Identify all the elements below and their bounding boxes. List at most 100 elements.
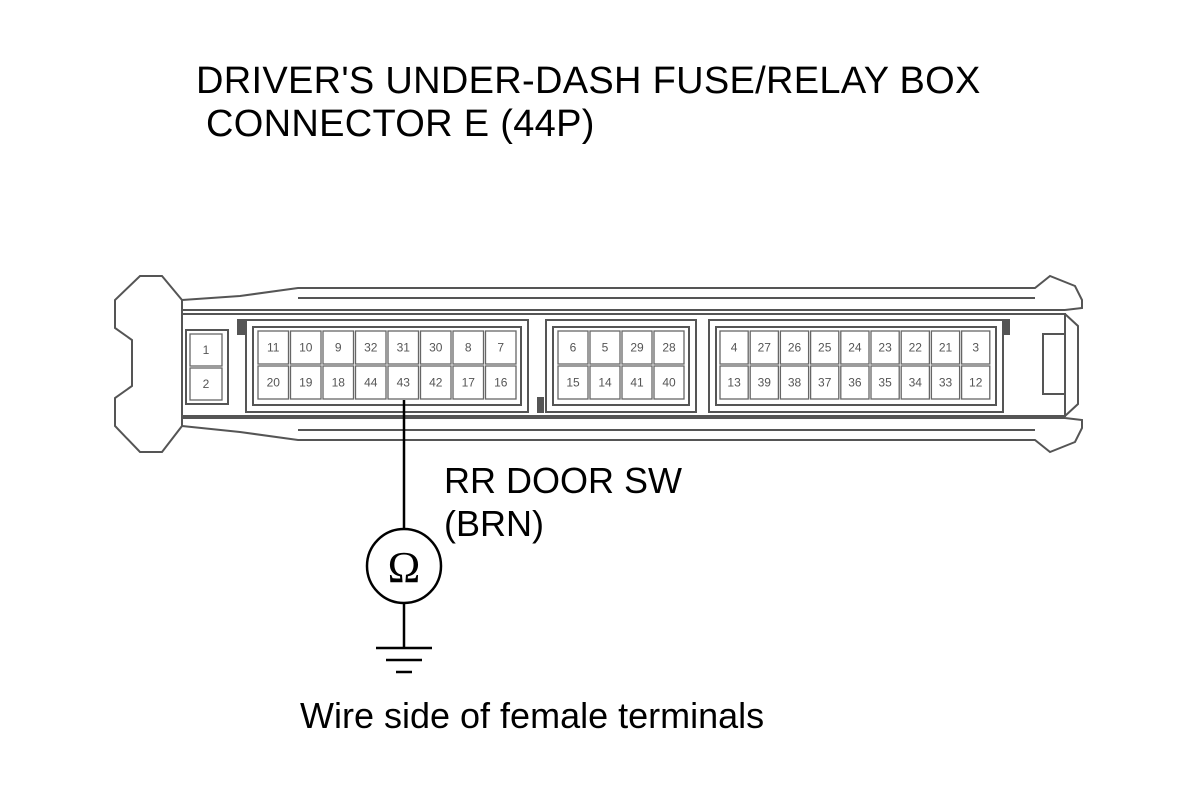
terminal-35: 35 bbox=[870, 365, 900, 400]
svg-text:6: 6 bbox=[570, 341, 577, 355]
terminal-29: 29 bbox=[621, 330, 653, 365]
svg-text:13: 13 bbox=[727, 376, 741, 390]
diagram-caption: Wire side of female terminals bbox=[300, 695, 765, 736]
svg-text:31: 31 bbox=[397, 341, 411, 355]
top-rail bbox=[181, 274, 1083, 311]
svg-text:12: 12 bbox=[969, 376, 983, 390]
svg-text:8: 8 bbox=[465, 341, 472, 355]
svg-text:27: 27 bbox=[758, 341, 772, 355]
svg-text:11: 11 bbox=[267, 341, 280, 355]
svg-text:5: 5 bbox=[602, 341, 609, 355]
svg-text:21: 21 bbox=[939, 341, 953, 355]
terminal-15: 15 bbox=[557, 365, 589, 400]
terminal-39: 39 bbox=[749, 365, 780, 400]
terminal-42: 42 bbox=[419, 365, 452, 400]
terminal-18: 18 bbox=[322, 365, 355, 400]
svg-text:30: 30 bbox=[429, 341, 443, 355]
svg-text:9: 9 bbox=[335, 341, 342, 355]
svg-text:36: 36 bbox=[848, 376, 862, 390]
svg-text:37: 37 bbox=[818, 376, 832, 390]
diagram-title-line1: DRIVER'S UNDER-DASH FUSE/RELAY BOX bbox=[196, 60, 981, 102]
svg-text:10: 10 bbox=[299, 341, 313, 355]
bottom-rail bbox=[181, 417, 1083, 454]
terminal-5: 5 bbox=[589, 330, 621, 365]
svg-text:29: 29 bbox=[630, 341, 644, 355]
svg-text:28: 28 bbox=[662, 341, 676, 355]
svg-text:23: 23 bbox=[878, 341, 892, 355]
svg-text:32: 32 bbox=[364, 341, 378, 355]
svg-text:26: 26 bbox=[788, 341, 802, 355]
svg-text:4: 4 bbox=[731, 341, 738, 355]
svg-text:44: 44 bbox=[364, 376, 378, 390]
terminal-40: 40 bbox=[653, 365, 685, 400]
terminal-32: 32 bbox=[354, 330, 387, 365]
probe-label-line2: (BRN) bbox=[444, 503, 544, 544]
terminal-36: 36 bbox=[840, 365, 870, 400]
terminal-30: 30 bbox=[419, 330, 452, 365]
terminal-22: 22 bbox=[900, 330, 931, 365]
terminal-11: 11 bbox=[257, 330, 290, 365]
svg-text:17: 17 bbox=[462, 376, 476, 390]
left-latch bbox=[114, 275, 183, 453]
terminal-43: 43 bbox=[387, 365, 420, 400]
terminal-8: 8 bbox=[452, 330, 485, 365]
svg-text:40: 40 bbox=[662, 376, 676, 390]
terminal-10: 10 bbox=[289, 330, 322, 365]
svg-text:22: 22 bbox=[909, 341, 923, 355]
probe-label-line1: RR DOOR SW bbox=[444, 460, 682, 501]
svg-text:1: 1 bbox=[203, 343, 210, 357]
block-b-frame bbox=[245, 319, 529, 413]
svg-text:25: 25 bbox=[818, 341, 832, 355]
svg-text:34: 34 bbox=[909, 376, 923, 390]
terminal-4: 4 bbox=[719, 330, 749, 365]
terminal-7: 7 bbox=[484, 330, 517, 365]
svg-text:42: 42 bbox=[429, 376, 443, 390]
connector-housing bbox=[181, 313, 1066, 417]
svg-text:16: 16 bbox=[494, 376, 508, 390]
svg-text:14: 14 bbox=[598, 376, 612, 390]
terminal-33: 33 bbox=[930, 365, 961, 400]
terminal-19: 19 bbox=[289, 365, 322, 400]
ohm-icon: Ω bbox=[388, 543, 421, 592]
terminal-34: 34 bbox=[900, 365, 931, 400]
terminal-44: 44 bbox=[354, 365, 387, 400]
terminal-12: 12 bbox=[960, 365, 991, 400]
terminal-16: 16 bbox=[484, 365, 517, 400]
svg-text:2: 2 bbox=[203, 377, 210, 391]
terminal-17: 17 bbox=[452, 365, 485, 400]
terminal-24: 24 bbox=[840, 330, 870, 365]
svg-text:33: 33 bbox=[939, 376, 953, 390]
svg-text:18: 18 bbox=[332, 376, 346, 390]
terminal-28: 28 bbox=[653, 330, 685, 365]
terminal-37: 37 bbox=[809, 365, 840, 400]
svg-text:19: 19 bbox=[299, 376, 313, 390]
svg-text:43: 43 bbox=[397, 376, 411, 390]
terminal-38: 38 bbox=[779, 365, 810, 400]
terminal-27: 27 bbox=[749, 330, 780, 365]
svg-text:7: 7 bbox=[497, 341, 504, 355]
terminal-20: 20 bbox=[257, 365, 290, 400]
svg-text:20: 20 bbox=[267, 376, 281, 390]
block-c-frame bbox=[545, 319, 697, 413]
terminal-9: 9 bbox=[322, 330, 355, 365]
diagram-title-line2: CONNECTOR E (44P) bbox=[206, 103, 595, 145]
svg-text:3: 3 bbox=[972, 341, 979, 355]
svg-text:15: 15 bbox=[566, 376, 580, 390]
terminal-1: 1 bbox=[189, 333, 223, 367]
svg-text:24: 24 bbox=[848, 341, 862, 355]
terminal-31: 31 bbox=[387, 330, 420, 365]
svg-text:41: 41 bbox=[630, 376, 644, 390]
svg-text:35: 35 bbox=[878, 376, 892, 390]
terminal-26: 26 bbox=[779, 330, 810, 365]
terminal-2: 2 bbox=[189, 367, 223, 401]
svg-text:39: 39 bbox=[758, 376, 772, 390]
block-a-frame bbox=[185, 329, 229, 405]
block-d-frame bbox=[708, 319, 1004, 413]
right-latch bbox=[1064, 313, 1079, 417]
terminal-41: 41 bbox=[621, 365, 653, 400]
terminal-23: 23 bbox=[870, 330, 900, 365]
terminal-3: 3 bbox=[960, 330, 991, 365]
terminal-25: 25 bbox=[809, 330, 840, 365]
